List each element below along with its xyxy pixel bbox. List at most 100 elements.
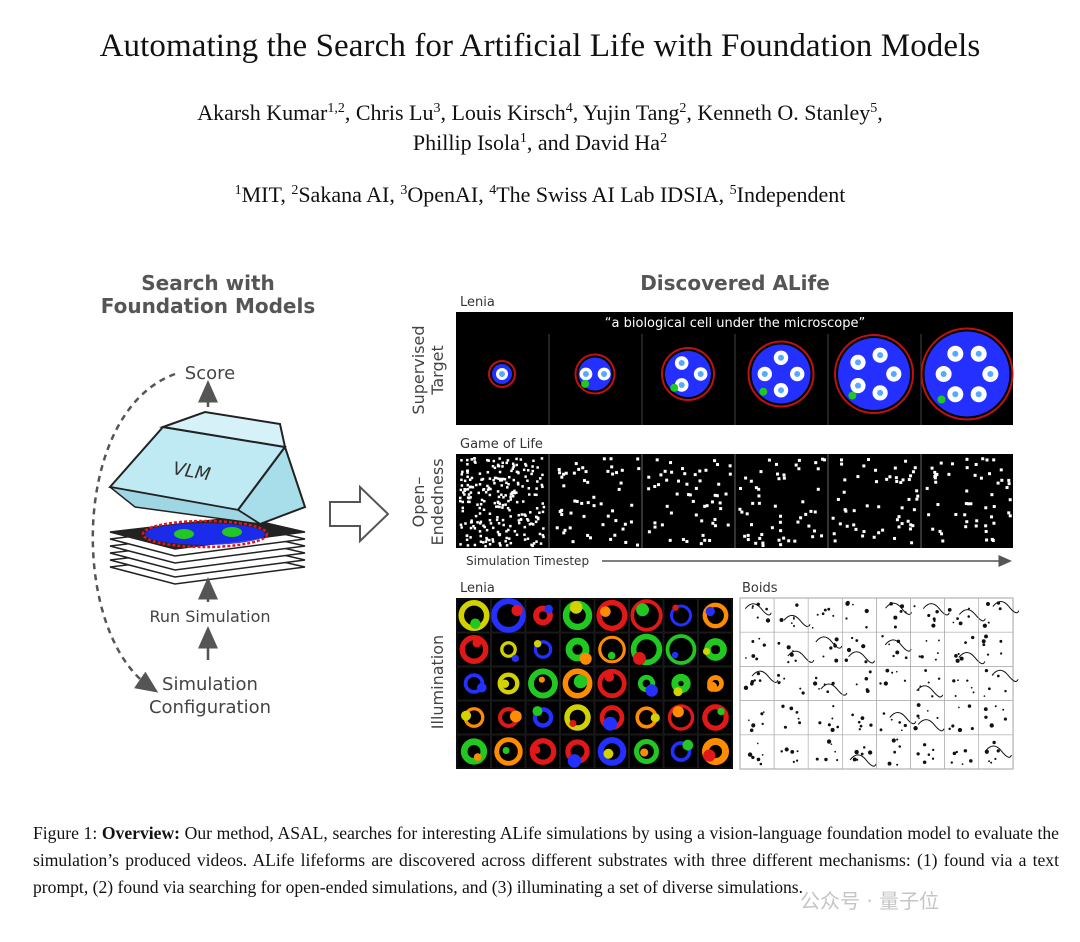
- affiliation-sup: 4: [489, 183, 497, 198]
- boid: [899, 609, 903, 613]
- boid: [952, 621, 955, 624]
- boid: [836, 725, 840, 729]
- boid: [852, 603, 854, 606]
- life-cell: [663, 469, 667, 473]
- cell-nucleolus: [601, 371, 608, 377]
- boid: [761, 754, 764, 756]
- boid: [797, 717, 800, 720]
- life-cell: [965, 489, 969, 493]
- boid: [865, 626, 868, 629]
- boid: [779, 618, 784, 622]
- life-cell: [468, 485, 472, 489]
- game-of-life-frames: [459, 454, 1012, 548]
- life-cell: [984, 529, 988, 533]
- author-name: Kenneth O. Stanley: [697, 100, 871, 125]
- boid: [1004, 689, 1007, 693]
- boid: [751, 639, 755, 643]
- life-cell: [746, 538, 750, 542]
- life-cell: [460, 478, 463, 482]
- life-cell: [659, 473, 663, 477]
- life-cell: [779, 543, 783, 547]
- cell-nucleolus: [975, 391, 982, 398]
- life-cell: [479, 540, 483, 543]
- lenia-blob: [470, 618, 481, 629]
- life-cell: [973, 473, 977, 477]
- life-cell: [459, 499, 462, 503]
- life-cell: [488, 543, 492, 546]
- lenia-pattern: [460, 738, 488, 765]
- supervised-label-1: Supervised: [409, 325, 428, 414]
- boid: [881, 634, 884, 638]
- cell-green-spot: [759, 387, 768, 396]
- lenia-blob: [671, 651, 679, 659]
- life-cell: [701, 533, 705, 537]
- life-cell: [713, 493, 717, 497]
- boid: [952, 751, 957, 756]
- boid: [789, 706, 794, 711]
- life-cell: [486, 458, 489, 462]
- boid: [986, 653, 990, 656]
- life-cell: [601, 523, 605, 527]
- life-cell: [636, 457, 640, 461]
- life-cell: [964, 525, 968, 529]
- boid: [792, 760, 795, 764]
- life-cell: [624, 540, 628, 544]
- cell-green-spot: [670, 383, 679, 392]
- boid: [885, 668, 890, 673]
- life-cell: [776, 472, 780, 476]
- cell-nucleolus: [952, 391, 959, 398]
- life-cell: [843, 478, 847, 482]
- lenia-blob: [636, 603, 650, 617]
- lenia-blob: [672, 604, 679, 611]
- lenia-blob: [650, 713, 660, 723]
- life-cell: [636, 543, 640, 547]
- boid: [989, 723, 994, 728]
- life-cell: [577, 467, 581, 471]
- boid: [926, 710, 929, 712]
- life-cell: [532, 459, 535, 463]
- boid: [988, 760, 990, 763]
- life-cell: [486, 488, 490, 491]
- life-cell: [938, 529, 942, 533]
- boid: [815, 757, 819, 761]
- lenia-blob: [511, 654, 519, 663]
- life-cell: [614, 519, 618, 523]
- life-cell: [519, 518, 523, 521]
- life-cell: [469, 496, 472, 499]
- boid: [830, 743, 833, 745]
- affiliation-sup: 2: [291, 183, 299, 198]
- boid: [958, 621, 963, 626]
- life-cell: [470, 520, 474, 524]
- lenia-blob: [573, 674, 588, 689]
- life-cell: [481, 541, 485, 544]
- life-cell: [893, 466, 897, 470]
- lenia-pattern: [670, 741, 692, 762]
- life-cell: [933, 470, 937, 474]
- score-label: Score: [185, 363, 235, 384]
- life-cell: [822, 458, 826, 462]
- lenia-blob: [579, 652, 592, 665]
- lenia-blob: [717, 707, 725, 716]
- life-cell: [647, 487, 651, 491]
- life-cell: [484, 544, 487, 548]
- life-cell: [592, 495, 596, 499]
- boid: [799, 687, 802, 690]
- life-cell: [719, 507, 723, 511]
- life-cell: [493, 466, 497, 470]
- life-cell: [460, 473, 464, 476]
- life-cell: [466, 471, 469, 474]
- boid: [933, 619, 936, 623]
- life-cell: [936, 503, 940, 507]
- life-cell: [466, 483, 470, 487]
- life-cell: [750, 523, 754, 527]
- life-cell: [479, 534, 483, 538]
- life-cell: [965, 520, 969, 524]
- life-cell: [777, 538, 781, 542]
- life-cell: [675, 492, 679, 496]
- boid: [751, 606, 754, 609]
- boid-trail: [744, 603, 772, 616]
- life-cell: [507, 475, 511, 479]
- life-cell: [909, 474, 913, 478]
- life-cell: [542, 527, 545, 530]
- life-cell: [488, 538, 491, 542]
